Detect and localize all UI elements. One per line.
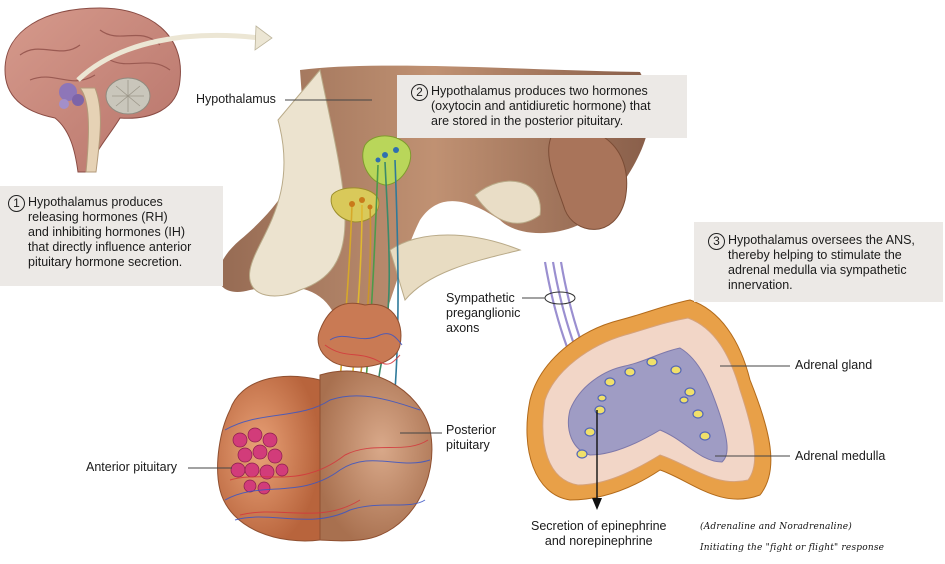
callout-3-line: thereby helping to stimulate the: [728, 248, 902, 262]
label-sympathetic-axons: Sympathetic preganglionic axons: [446, 291, 520, 336]
callout-2-line: Hypothalamus produces two hormones: [431, 84, 648, 98]
label-secretion-line: Secretion of epinephrine: [531, 519, 667, 533]
callout-3-line: adrenal medulla via sympathetic: [728, 263, 907, 277]
label-secretion: Secretion of epinephrine and norepinephr…: [531, 519, 667, 549]
callout-1-line: releasing hormones (RH): [28, 210, 168, 224]
callout-2-line: (oxytocin and antidiuretic hormone) that: [431, 99, 651, 113]
handwritten-note-1: (Adrenaline and Noradrenaline): [700, 522, 852, 532]
callout-1-line: that directly influence anterior: [28, 240, 192, 254]
callout-2: 2 Hypothalamus produces two hormones (ox…: [397, 75, 687, 138]
step-number-1: 1: [8, 195, 25, 212]
leader-lines: [188, 99, 790, 469]
label-hypothalamus: Hypothalamus: [196, 92, 276, 106]
label-sympathetic-line: axons: [446, 321, 480, 335]
callout-1-line: and inhibiting hormones (IH): [28, 225, 186, 239]
label-posterior-line: Posterior: [446, 423, 497, 437]
label-posterior-pituitary: Posterior pituitary: [446, 423, 496, 453]
callout-3: 3 Hypothalamus oversees the ANS, thereby…: [694, 222, 943, 302]
label-posterior-line: pituitary: [446, 438, 490, 452]
label-sympathetic-line: preganglionic: [446, 306, 521, 320]
label-anterior-pituitary: Anterior pituitary: [86, 460, 178, 474]
adrenal-region: [526, 261, 772, 510]
label-adrenal-medulla: Adrenal medulla: [795, 449, 886, 463]
brain-inset: [4, 7, 273, 173]
step-number-2: 2: [411, 84, 428, 101]
callout-3-line: innervation.: [728, 278, 793, 292]
callout-2-line: are stored in the posterior pituitary.: [431, 114, 624, 128]
pituitary-gland: [217, 302, 433, 542]
callout-1-line: Hypothalamus produces: [28, 195, 163, 209]
label-sympathetic-line: Sympathetic: [446, 291, 515, 305]
callout-1-line: pituitary hormone secretion.: [28, 255, 183, 269]
label-secretion-line: and norepinephrine: [544, 534, 653, 548]
callout-3-line: Hypothalamus oversees the ANS,: [728, 233, 915, 247]
label-adrenal-gland: Adrenal gland: [795, 358, 873, 372]
step-number-3: 3: [708, 233, 725, 250]
callout-1: 1 Hypothalamus produces releasing hormon…: [0, 186, 223, 286]
handwritten-note-2: Initiating the "fight or flight" respons…: [700, 543, 885, 553]
